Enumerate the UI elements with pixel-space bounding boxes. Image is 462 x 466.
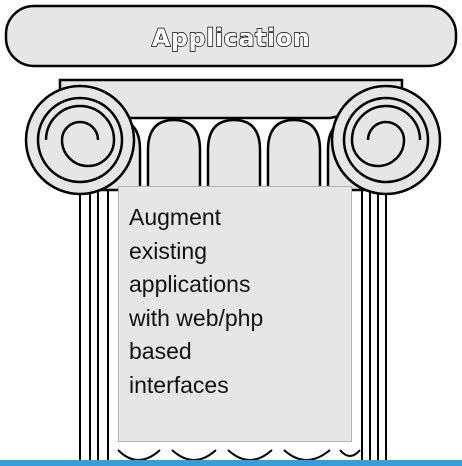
right-volute [330,84,442,196]
description-line: with web/php [129,304,264,331]
description-line: based [129,338,192,364]
description-line: existing [129,237,207,264]
description-box: Augment existing applications with web/p… [118,186,352,442]
description-line: interfaces [129,371,229,398]
bottom-accent-bar [0,460,462,466]
left-volute [24,84,136,196]
description-line: applications [129,271,251,297]
diagram-title: Application [152,24,311,52]
description-line: Augment [129,204,222,230]
title-slab: Application [4,4,458,68]
